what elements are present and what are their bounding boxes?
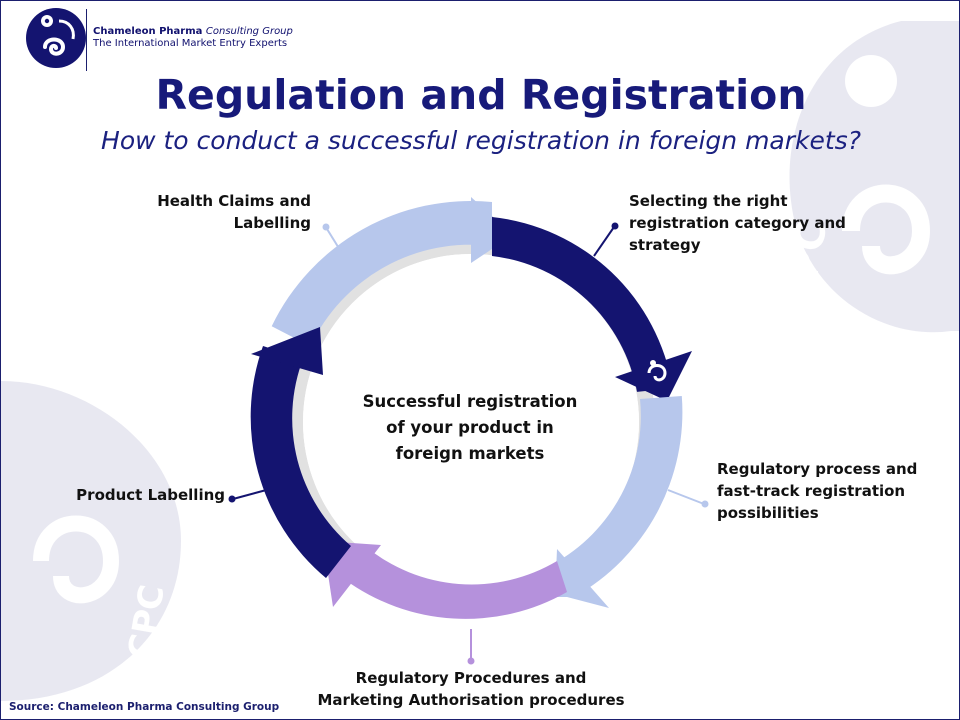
cycle-center-text: Successful registration of your product …	[357, 389, 583, 467]
watermark-chameleon-bottom-left: CPC	[1, 381, 181, 701]
chameleon-badge-icon	[647, 360, 667, 382]
company-tagline: The International Market Entry Experts	[93, 38, 288, 49]
company-name: Chameleon Pharma Consulting Group	[93, 26, 293, 37]
cycle-arc-regulatory-process	[553, 396, 683, 597]
connector-regulatory-process	[667, 489, 709, 508]
chameleon-logo-icon	[26, 8, 86, 68]
cycle-arc-health-claims	[271, 200, 492, 347]
step-label-regulatory-process: Regulatory process and fast-track regist…	[717, 460, 918, 522]
watermark-chameleon-top-right: CPC	[776, 21, 959, 333]
cycle-arc-regulatory-procedures	[344, 546, 567, 619]
page-subtitle: How to conduct a successful registration…	[101, 126, 861, 155]
source-note: Source: Chameleon Pharma Consulting Grou…	[9, 701, 280, 713]
step-label-selecting-category: Selecting the right registration categor…	[629, 192, 846, 254]
logo-divider	[86, 9, 87, 71]
cycle-arc-selecting-category	[492, 217, 673, 392]
center-line: foreign markets	[395, 444, 545, 463]
connector-regulatory-procedures	[467, 629, 475, 665]
step-label-regulatory-procedures: Regulatory Procedures and Marketing Auth…	[317, 669, 625, 709]
page-title: Regulation and Registration	[155, 71, 807, 119]
step-label-product-labelling: Product Labelling	[76, 486, 225, 504]
cycle-arc-product-labelling	[250, 346, 351, 578]
step-label-health-claims: Health Claims and Labelling	[157, 192, 311, 232]
cycle-arrowhead-regulatory-process	[555, 549, 609, 608]
center-disc	[303, 254, 639, 590]
cycle-arrowhead-product-labelling	[251, 327, 323, 375]
center-line: Successful registration	[362, 392, 578, 411]
center-line: of your product in	[386, 418, 554, 437]
company-block: Chameleon Pharma Consulting Group The In…	[93, 26, 293, 50]
connector-product-labelling	[228, 488, 271, 503]
connector-health-claims	[322, 223, 346, 259]
connector-selecting	[593, 222, 619, 257]
